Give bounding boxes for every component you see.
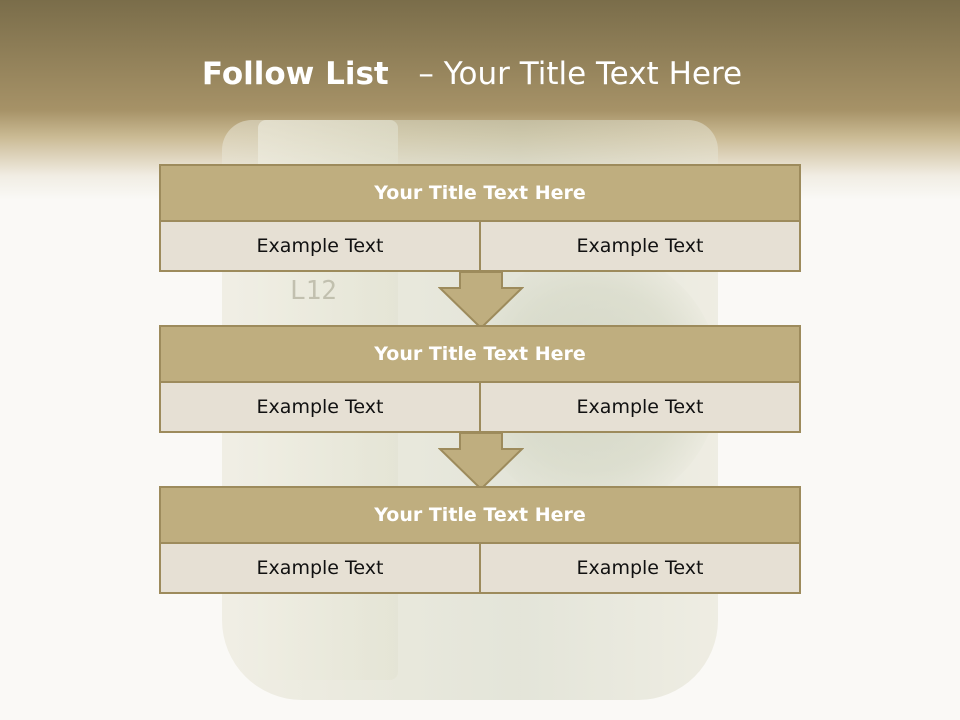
block-title: Your Title Text Here [159, 325, 801, 383]
block-cell-right: Example Text [479, 383, 799, 431]
down-arrow-icon [438, 433, 524, 491]
list-block-3: Your Title Text Here Example Text Exampl… [159, 486, 801, 594]
slide-title: Follow List – Your Title Text Here [0, 56, 944, 92]
block-title: Your Title Text Here [159, 486, 801, 544]
background-serial: L12 [290, 276, 337, 306]
list-block-2: Your Title Text Here Example Text Exampl… [159, 325, 801, 433]
block-cell-right: Example Text [479, 222, 799, 270]
down-arrow-icon [438, 272, 524, 330]
block-row: Example Text Example Text [159, 544, 801, 594]
block-row: Example Text Example Text [159, 222, 801, 272]
slide-title-bold: Follow List [201, 56, 389, 92]
block-cell-left: Example Text [256, 235, 384, 257]
block-cell-left: Example Text [256, 557, 384, 579]
block-cell-left: Example Text [256, 396, 384, 418]
block-row: Example Text Example Text [159, 383, 801, 433]
slide-title-rest: – Your Title Text Here [418, 56, 743, 92]
block-cell-right: Example Text [479, 544, 799, 592]
block-title: Your Title Text Here [159, 164, 801, 222]
list-block-1: Your Title Text Here Example Text Exampl… [159, 164, 801, 272]
